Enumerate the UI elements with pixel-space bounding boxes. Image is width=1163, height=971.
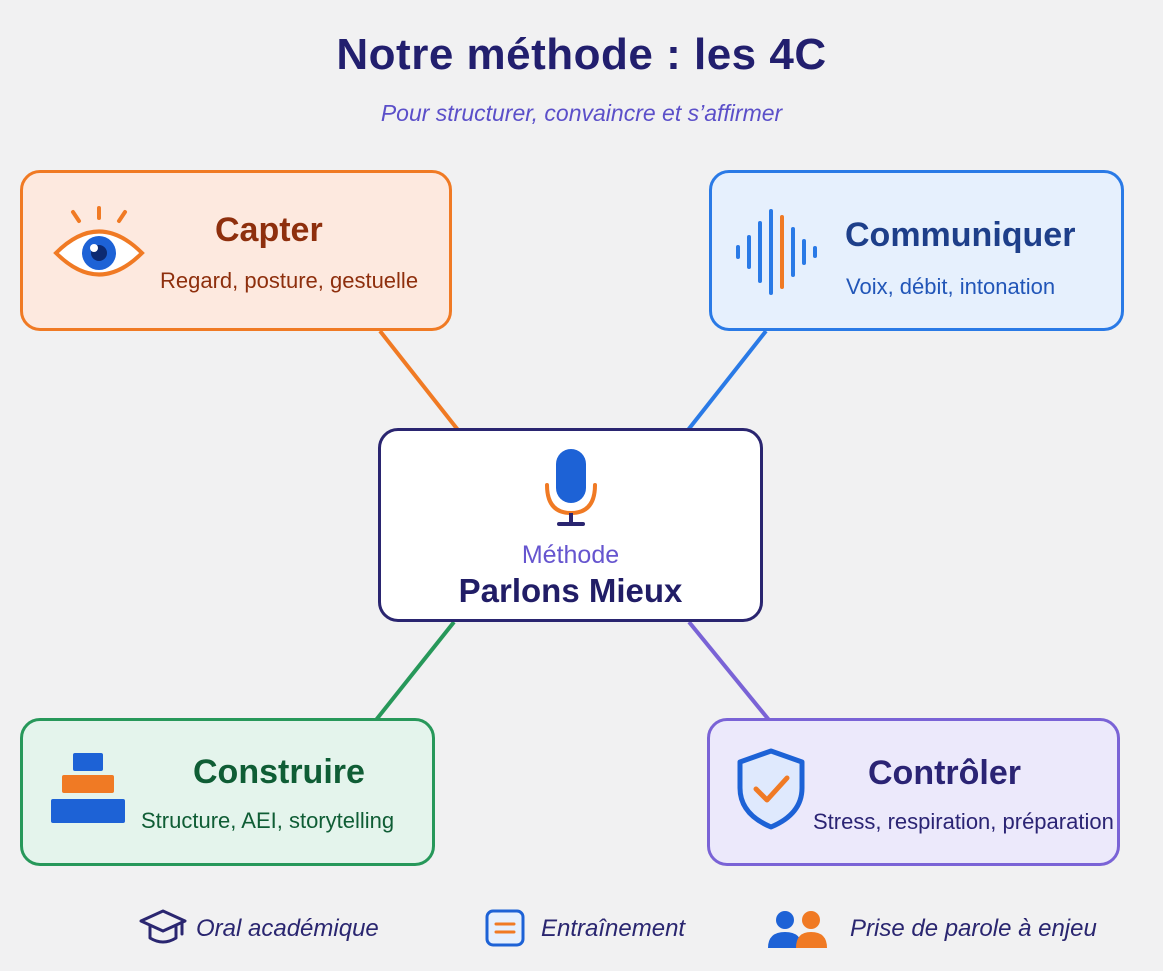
footer-item-entrainement: Entraînement	[484, 906, 704, 954]
shield-check-icon	[736, 748, 806, 835]
card-capter-title: Capter	[215, 211, 323, 249]
connector-controler	[687, 620, 771, 722]
blocks-stack-icon	[50, 751, 126, 832]
card-controler-description: Stress, respiration, préparation	[813, 809, 1114, 834]
card-controler-title: Contrôler	[868, 754, 1021, 792]
footer-label-prise-de-parole: Prise de parole à enjeu	[850, 915, 1097, 942]
card-controler: Contrôler Stress, respiration, préparati…	[707, 718, 1120, 866]
footer-item-prise-de-parole: Prise de parole à enjeu	[766, 906, 1106, 954]
connector-capter	[378, 329, 460, 432]
page-title: Notre méthode : les 4C	[336, 30, 827, 79]
card-capter-description: Regard, posture, gestuelle	[160, 268, 419, 293]
sound-wave-icon	[732, 205, 822, 305]
eye-icon	[53, 205, 145, 285]
footer-label-entrainement: Entraînement	[541, 915, 686, 942]
graduation-cap-icon	[138, 906, 188, 955]
connector-construire	[374, 620, 456, 722]
center-subtitle: Méthode	[521, 541, 620, 569]
document-icon	[484, 908, 526, 953]
card-communiquer: Communiquer Voix, débit, intonation	[709, 170, 1124, 331]
connector-communiquer	[686, 329, 768, 432]
microphone-icon	[543, 447, 599, 534]
card-communiquer-title: Communiquer	[845, 216, 1076, 254]
people-icon	[766, 908, 830, 955]
footer-item-oral-academique: Oral académique	[138, 906, 398, 954]
card-construire-title: Construire	[193, 753, 365, 791]
center-node: Méthode Parlons Mieux	[378, 428, 763, 622]
page-subtitle: Pour structurer, convaincre et s’affirme…	[380, 100, 783, 126]
card-construire-description: Structure, AEI, storytelling	[141, 808, 395, 833]
card-capter: Capter Regard, posture, gestuelle	[20, 170, 452, 331]
card-communiquer-description: Voix, débit, intonation	[846, 274, 1056, 299]
card-construire: Construire Structure, AEI, storytelling	[20, 718, 435, 866]
footer-label-oral-academique: Oral académique	[196, 915, 379, 942]
center-title: Parlons Mieux	[458, 572, 683, 609]
